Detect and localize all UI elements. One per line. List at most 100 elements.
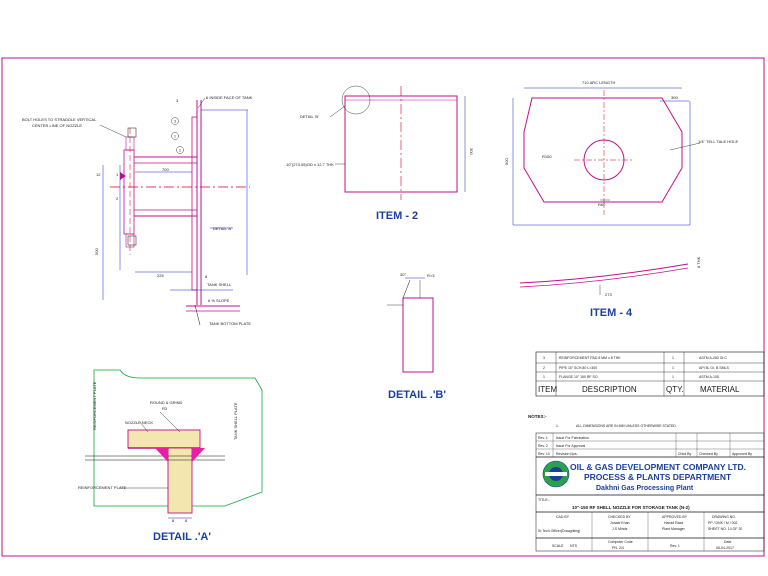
svg-text:2: 2 <box>179 149 181 153</box>
bom-row-desc: REINFORCEMENT PAD 8 MM x 8 THK <box>559 356 621 360</box>
item-4-view: 710 ARC LENGTH 1/4" TELL TALE HOLE 300 5… <box>504 80 739 319</box>
dim-slope: 6 % SLOPE <box>208 298 230 303</box>
tank-bottom-label: TANK BOTTOM PLATE <box>209 321 251 326</box>
detail-b-angle: 30° <box>400 272 406 277</box>
checked-name1: Junaid Khan <box>610 521 630 525</box>
title-label: TITLE:- <box>538 498 551 502</box>
bom-row-item: 1 <box>543 375 545 379</box>
svg-text:1: 1 <box>174 135 176 139</box>
detail-a-title: DETAIL .'A' <box>153 531 211 543</box>
detail-b-ref: DETAIL 'B' <box>300 114 319 119</box>
bom-header-description: DESCRIPTION <box>582 385 637 394</box>
date-value: 06-04-2017 <box>716 546 734 550</box>
note-text: ALL DIMENSIONS ARE IN MM UNLESS OTHERWIS… <box>576 424 677 428</box>
item4-dim-left: 500 <box>504 158 509 165</box>
bom-row-desc: PIPE 10" SCH.80 L=300 <box>559 366 597 370</box>
rev-label: Rev. 1 <box>670 544 680 548</box>
computer-code-label: Computer Code <box>608 540 633 544</box>
bom-row-item: 2 <box>543 366 545 370</box>
item4-radius: R150 <box>542 154 552 159</box>
item4-thk: 8 THK <box>696 256 701 268</box>
item4-bolt: R60 <box>598 202 606 207</box>
rev-text: Revision Nos. <box>556 452 578 456</box>
item-4-title: ITEM - 4 <box>590 307 633 319</box>
checked-label: CHECKED BY <box>608 515 631 519</box>
rev-header-checked: Checked By <box>699 452 718 456</box>
bom-row-item: 3 <box>543 356 545 360</box>
checked-name2: J.S Minds <box>612 527 628 531</box>
detail-b-r3: R=3 <box>427 273 435 278</box>
rev-text: Issue For Approval <box>556 444 585 448</box>
bill-of-materials: 3 REINFORCEMENT PAD 8 MM x 8 THK 1 ASTM … <box>535 351 765 397</box>
pipe-length: 300 <box>469 148 474 155</box>
bom-row-mat: ASTM A-283 Gr.C <box>699 356 727 360</box>
dim-1: 1 <box>116 172 119 177</box>
drawing-no-label: DRAWING NO. <box>712 515 736 519</box>
cad-by-label: CAD BY <box>556 515 570 519</box>
bom-row-qty: 1 <box>672 375 674 379</box>
dim-2: 2 <box>116 196 119 201</box>
drawing-title: 10"-150 RF SHELL NOZZLE FOR STORAGE TANK… <box>572 505 690 510</box>
approved-label: APPROVED BY <box>662 515 688 519</box>
company-line3: Dakhni Gas Processing Plant <box>596 485 694 492</box>
bom-row-qty: 1 <box>672 356 674 360</box>
detail-a-tank-shell-left: REINFORCEMENT PLATE <box>92 381 97 430</box>
detail-a-view: NOZZLE NECK ROUND & GRIND R3 REINFORCEME… <box>78 369 263 543</box>
detail-a-shell-right: TANK SHELL PLATE <box>233 402 238 440</box>
dim-500: 500 <box>94 248 99 255</box>
detail-a-round-grind: ROUND & GRIND <box>150 400 183 405</box>
item4-dim-top: 300 <box>671 95 678 100</box>
notes-block: NOTES:- 1. ALL DIMENSIONS ARE IN MM UNLE… <box>528 414 677 428</box>
dim-225: 225 <box>157 273 164 278</box>
bom-header-qty: QTY. <box>666 385 684 394</box>
bom-row-mat: ASTM A-105 <box>699 375 719 379</box>
bom-header-material: MATERIAL <box>700 385 740 394</box>
tank-shell-label: TANK SHELL <box>207 282 232 287</box>
title-block: TITLE:- 10"-150 RF SHELL NOZZLE FOR STOR… <box>535 494 765 552</box>
dim-700: 700 <box>162 167 169 172</box>
rev-num: Rev. 2 <box>538 444 548 448</box>
scale-label: SCALE <box>552 544 564 548</box>
dim-12: 12 <box>96 172 101 177</box>
company-block: OIL & GAS DEVELOPMENT COMPANY LTD. PROCE… <box>535 456 765 496</box>
cad-by-name: Sr.Tech Officer(Draughting) <box>538 529 580 533</box>
bom-row-desc: FLANGE 10" 150 RF SO <box>559 375 598 379</box>
approved-name1: Hamid Raza <box>664 521 683 525</box>
dim-3: 3 <box>176 98 179 103</box>
rev-num: Rev. 10 <box>538 452 550 456</box>
item4-width: 710 ARC LENGTH <box>582 80 615 85</box>
rev-num: Rev. 1 <box>538 436 548 440</box>
bolt-note-line1: BOLT HOLES TO STRADDLE VERTICAL <box>22 117 97 122</box>
detail-a-dim-8b: 8 <box>185 518 188 523</box>
bolt-note-line2: CENTER LINE OF NOZZLE <box>32 123 82 128</box>
detail-a-ref: DETAIL 'A' <box>213 226 232 231</box>
rev-header-approved: Approved By <box>732 452 752 456</box>
scale-value: NTS <box>570 544 578 548</box>
bom-row-mat: API 5L Gr. B SMLS <box>699 366 729 370</box>
detail-b-view: 30° R=3 DETAIL .'B' <box>387 272 446 401</box>
ogdcl-logo-icon <box>542 460 570 488</box>
sheet-border <box>1 57 765 557</box>
note-num: 1. <box>556 424 559 428</box>
rev-text: Issue For Fabrication <box>556 436 589 440</box>
nozzle-section-view: 3 1 2 BOLT HOLES TO STRADDLE VERTICAL CE… <box>22 95 253 326</box>
sheet-no: SHEET NO. 14 OF 20 <box>708 527 742 531</box>
approved-name2: Plant Manager <box>662 527 686 531</box>
svg-text:3: 3 <box>174 120 176 124</box>
detail-a-reinf: REINFORCEMENT PLATE <box>78 485 127 490</box>
item-2-title: ITEM - 2 <box>376 210 418 222</box>
rev-header-chkd: Chkd By <box>678 452 691 456</box>
pipe-size-label: 10"(273.05)OD x 12.7 THK <box>286 162 334 167</box>
detail-a-r3: R3 <box>162 406 168 411</box>
company-line1: OIL & GAS DEVELOPMENT COMPANY LTD. <box>570 462 746 472</box>
detail-b-title: DETAIL .'B' <box>388 389 446 401</box>
revision-table: Rev. 1 Issue For Fabrication Rev. 2 Issu… <box>535 432 765 458</box>
item4-dim-bottom: 273 <box>605 292 612 297</box>
dim-8: 8 <box>205 274 208 279</box>
bom-row-qty: 1 <box>672 366 674 370</box>
inside-face-label: 6 INSIDE FACE OF TANK <box>206 95 253 100</box>
drawing-no: PP / DNK / M / 002 <box>708 521 738 525</box>
detail-a-dim-8a: 8 <box>172 518 175 523</box>
company-line2: PROCESS & PLANTS DEPARTMENT <box>584 472 732 482</box>
